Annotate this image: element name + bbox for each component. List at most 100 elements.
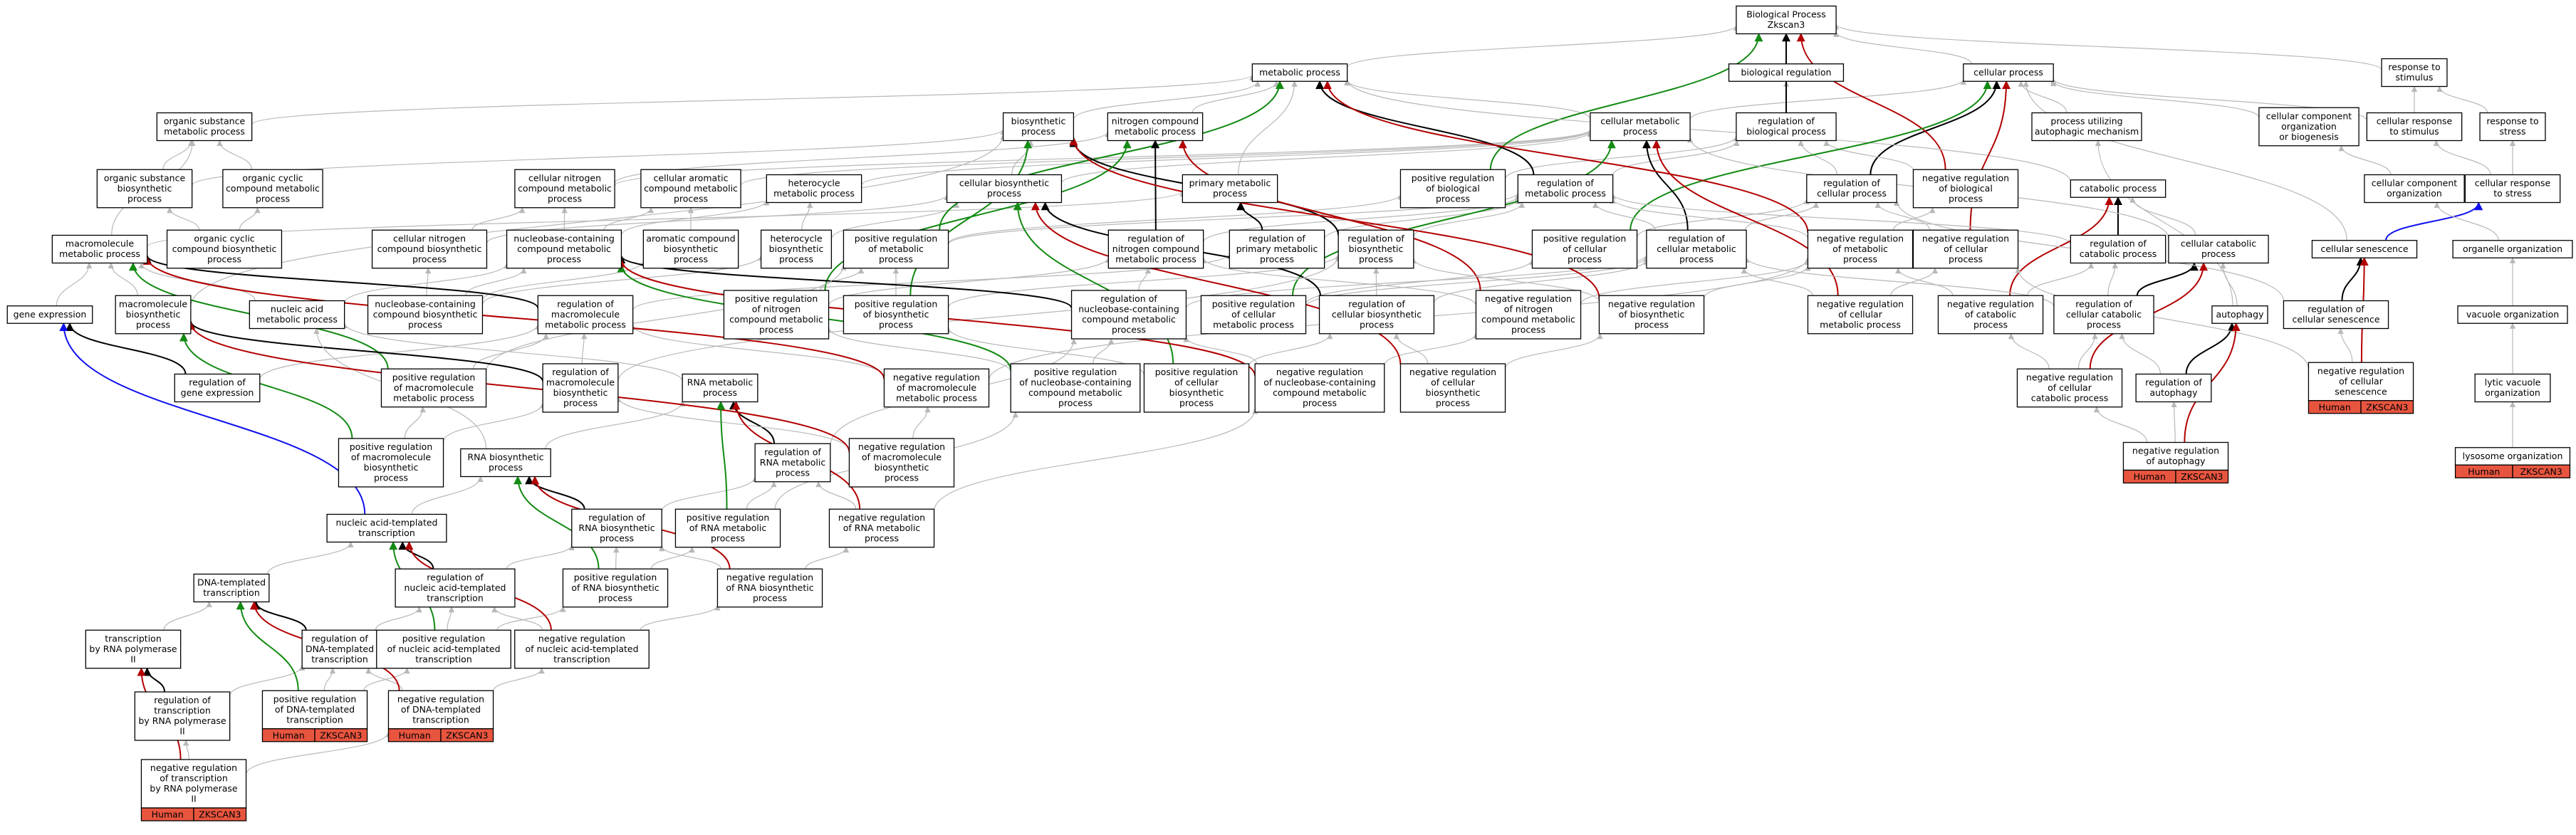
term-node-organelle-org[interactable]: organelle organization (2452, 240, 2573, 258)
term-node-vacuole-org[interactable]: vacuole organization (2457, 305, 2568, 324)
term-node-metab[interactable]: metabolic process (1251, 63, 1348, 82)
term-node-gene-expr[interactable]: gene expression (6, 305, 93, 324)
term-node-catab[interactable]: catabolic process (2070, 179, 2166, 198)
term-node-reg-macro-bio[interactable]: regulation ofmacromoleculebiosyntheticpr… (542, 363, 619, 413)
term-node-cellproc[interactable]: cellular process (1963, 63, 2054, 82)
term-node-biolreg[interactable]: biological regulation (1728, 63, 1845, 82)
term-node-reg-nuc-met[interactable]: regulation ofnucleobase-containingcompou… (1070, 290, 1187, 340)
term-label-line: process (1213, 188, 1247, 199)
term-node-autophagy[interactable]: autophagy (2211, 305, 2268, 324)
term-node-cell-senes[interactable]: cellular senescence (2311, 240, 2418, 258)
